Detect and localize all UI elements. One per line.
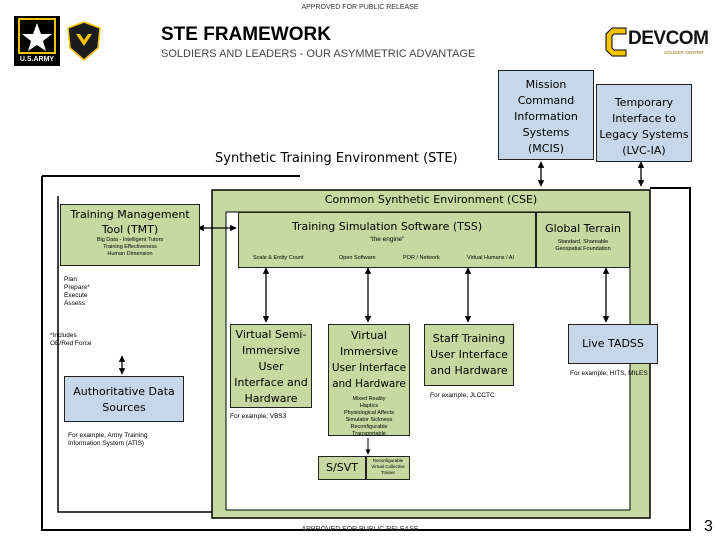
page-title: STE FRAMEWORK [161,24,331,45]
devcom-logo: DEVCOM SOLDIER CENTER [604,24,709,60]
svt-sub-box: Reconfigurable Virtual Collective Traine… [366,456,410,480]
staff-line: and Hardware [430,364,508,377]
devcom-c-icon [605,27,627,57]
plan-item: Assess [64,300,85,307]
vsi-line: Hardware [244,392,298,405]
plan-item: Plan [64,276,78,283]
includes-line: *Includes [50,332,77,339]
vi-sub: Mixed Reality [352,396,386,402]
shield-icon [67,21,101,61]
tss-feature: Open Software [339,255,376,261]
plan-list: Plan Prepare* Execute Assess [64,276,90,308]
vi-box: Virtual Immersive User Interface and Har… [328,324,410,438]
release-banner-top: APPROVED FOR PUBLIC RELEASE [301,4,419,11]
includes-line: OE/Red Force [50,340,92,347]
tss-title: Training Simulation Software (TSS) [291,220,483,233]
tmt-sub: Human Dimension [107,251,153,257]
tmt-title: Training Management [70,208,190,221]
includes-note: *Includes OE/Red Force [50,332,92,348]
vsi-line: Immersive [241,344,301,357]
staff-line: Staff Training [432,332,506,345]
svt-sub: Trainer [380,470,396,475]
vsi-line: Virtual Semi- [235,328,307,341]
vi-sub: Physiological Affects [343,410,395,416]
ste-label: Synthetic Training Environment (STE) [215,151,458,166]
plan-item: Execute [64,292,88,299]
svt-sub: Reconfigurable [372,458,404,463]
global-terrain-sub: Geospatial Foundation [555,246,611,252]
lvcia-line: Temporary [614,96,674,109]
devcom-sub: SOLDIER CENTER [664,50,704,55]
futures-command-logo [66,20,102,62]
tmt-sub: Big Data - Intelligent Tutors [96,237,164,243]
cse-label: Common Synthetic Environment (CSE) [324,193,538,206]
live-tadss-title: Live TADSS [582,337,644,350]
page-subtitle: SOLDIERS AND LEADERS - OUR ASYMMETRIC AD… [161,48,476,60]
lvcia-line: (LVC-IA) [622,144,666,157]
lvcia-box: Temporary Interface to Legacy Systems (L… [596,84,692,162]
vi-line: Virtual [351,329,387,342]
tss-feature: Virtual Humans / AI [467,255,514,261]
lvcia-line: Interface to [612,112,676,125]
live-example: For example, HITS, MILES [570,370,648,377]
tss-box: Training Simulation Software (TSS) "the … [238,212,536,268]
global-terrain-box: Global Terrain Standard, Shareable Geosp… [536,212,630,268]
staff-box: Staff Training User Interface and Hardwa… [424,324,514,386]
vi-sub: Reconfigurable [350,424,388,430]
ads-box: Authoritative Data Sources [64,376,184,422]
mcis-box: Mission Command Information Systems (MCI… [498,70,594,160]
ads-line: Authoritative Data [73,385,175,398]
mcis-line: Information [514,110,578,123]
mcis-line: Command [517,94,575,107]
mcis-line: (MCIS) [528,142,564,155]
global-terrain-sub: Standard, Shareable [557,239,609,245]
vi-line: and Hardware [332,378,406,390]
ads-line: Sources [102,401,146,414]
vsi-example: For example, VBS3 [230,413,287,420]
vsi-box: Virtual Semi- Immersive User Interface a… [230,324,312,408]
ads-example: For example, Army Training Information S… [68,432,147,448]
vi-line: User Interface [331,362,407,374]
tmt-frame [57,196,212,513]
mcis-line: Mission [525,78,567,91]
svt-box: S/SVT [318,456,366,480]
vsi-line: Interface and [234,376,308,389]
devcom-text: DEVCOM [628,28,709,49]
tmt-sub: Training Effectiveness [103,244,157,250]
outer-frame [41,176,691,531]
svt-title: S/SVT [326,461,358,474]
tss-engine: "the engine" [369,236,405,243]
global-terrain-title: Global Terrain [545,222,621,235]
lvcia-line: Legacy Systems [599,128,689,141]
army-star-icon [18,18,56,54]
vi-sub-list: Mixed Reality Haptics Physiological Affe… [329,396,409,438]
live-tadss-box: Live TADSS [568,324,658,364]
plan-item: Prepare* [64,284,90,291]
vi-line: Immersive [339,345,399,358]
army-logo-text: U.S.ARMY [19,56,55,63]
staff-example: For example, JLCCTC [430,392,495,399]
us-army-logo: U.S.ARMY [14,16,60,66]
vi-sub: Haptics [359,403,379,409]
staff-line: User Interface [430,348,508,361]
vi-sub: Simulator Sickness [345,417,393,423]
tss-feature: Scale & Entity Count [253,255,304,261]
vsi-line: User [258,360,284,373]
page-number: 3 [704,518,713,535]
tmt-title: Tool (TMT) [101,223,159,236]
vi-sub: Transportable [352,431,386,437]
ads-example-line: For example, Army Training [68,432,148,439]
ads-example-line: Information System (ATIS) [68,440,145,447]
mcis-line: Systems [522,126,570,139]
svt-sub: Virtual Collective [371,464,405,469]
tmt-box: Training Management Tool (TMT) Big Data … [60,204,200,266]
release-banner-bottom: APPROVED FOR PUBLIC RELEASE [301,526,419,533]
tss-feature: POR / Network [403,255,440,261]
